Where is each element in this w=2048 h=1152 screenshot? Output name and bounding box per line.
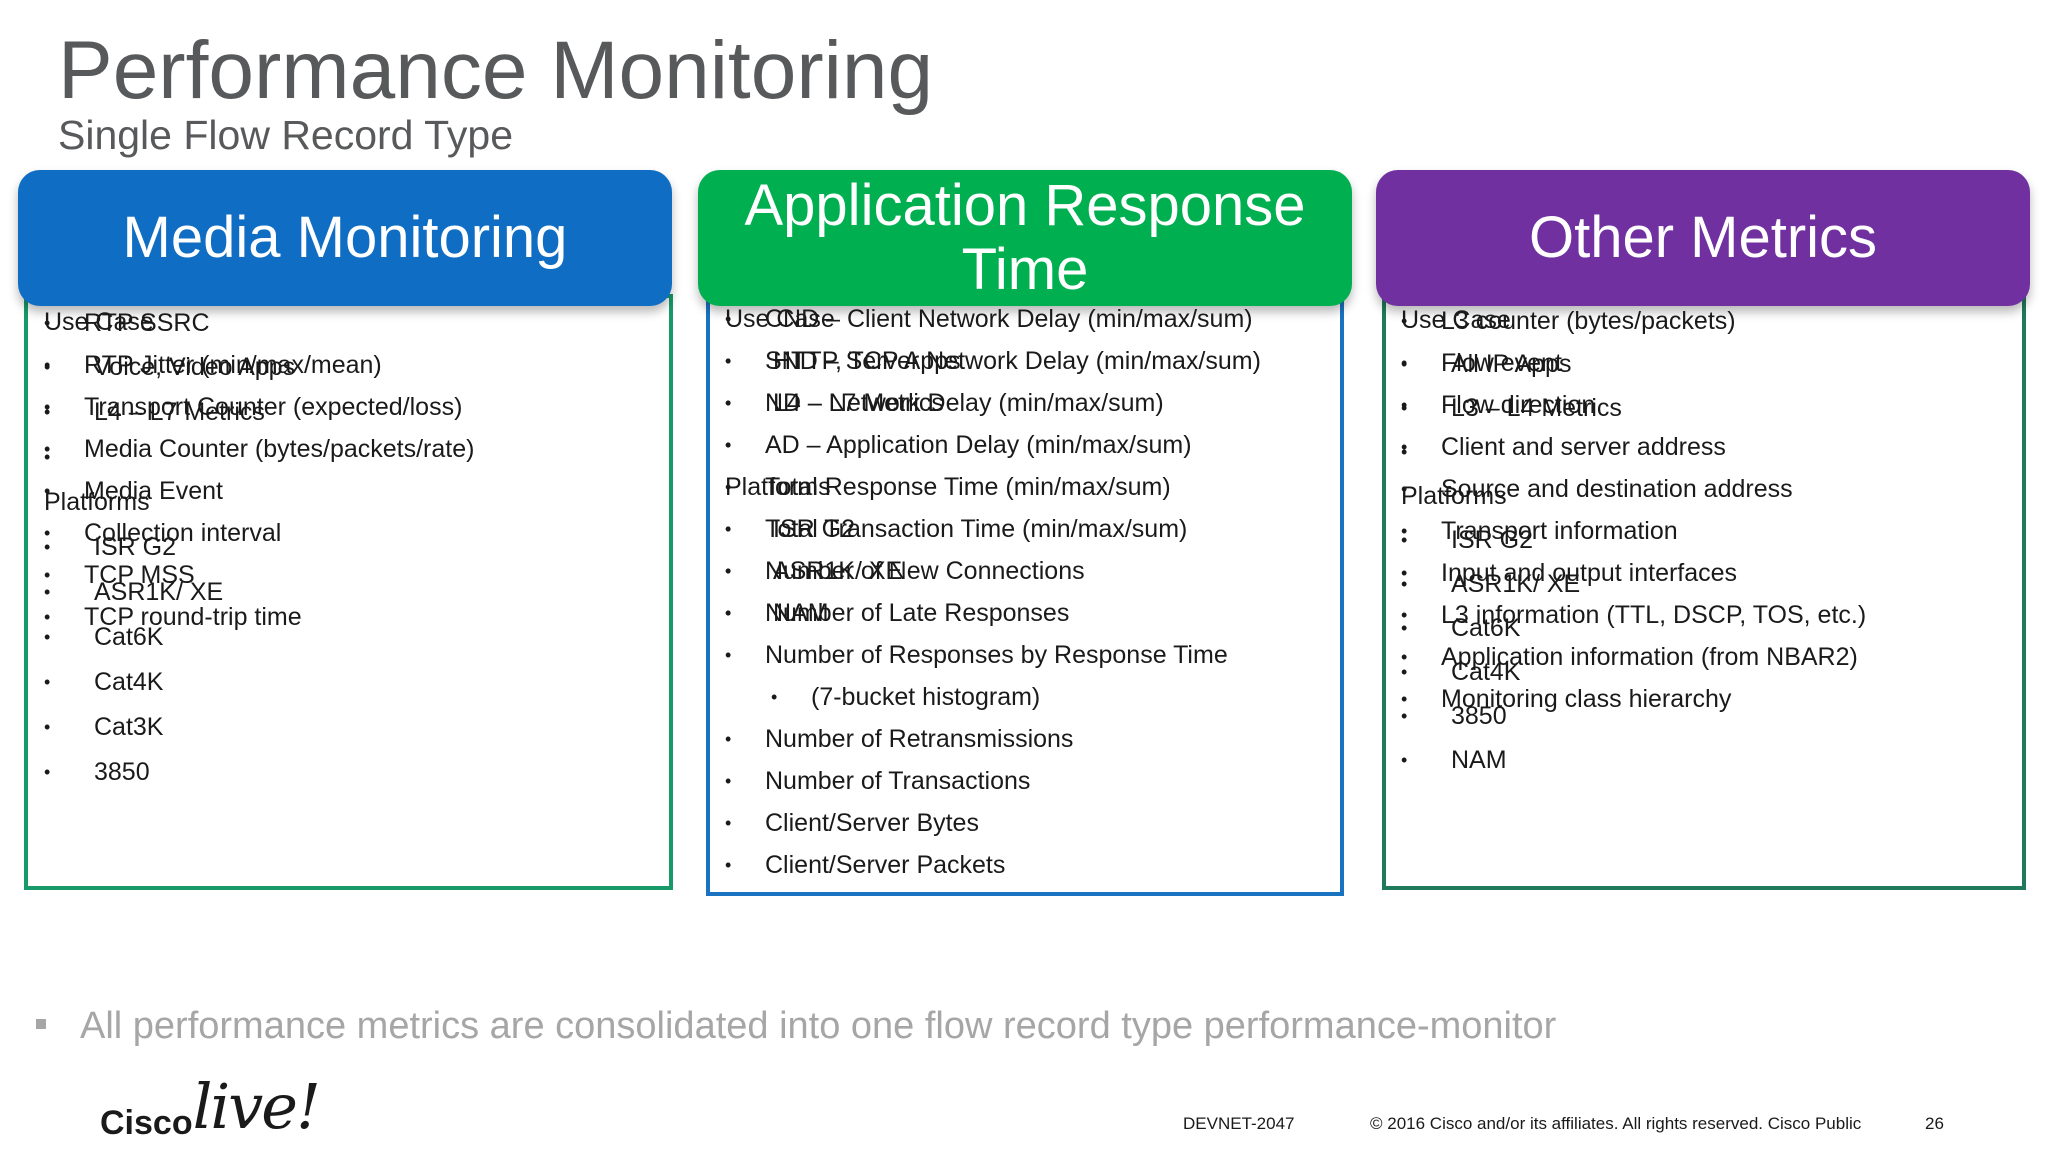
list-item: Cat6K	[1401, 606, 1622, 650]
list-item: CND – Client Network Delay (min/max/sum)	[725, 298, 1261, 340]
section-label-text: Use Case	[1401, 306, 1511, 334]
slide-subtitle: Single Flow Record Type	[58, 112, 514, 158]
section-label: Platforms	[725, 466, 961, 508]
list-item: Voice, Video Apps	[44, 345, 295, 390]
summary-note: All performance metrics are consolidated…	[36, 1005, 1556, 1048]
section-label: Use Case	[1401, 298, 1622, 342]
page-number: 26	[1925, 1114, 1944, 1133]
list-item: 3850	[1401, 694, 1622, 738]
list-item	[725, 424, 961, 466]
list-item: ASR1K/ XE	[44, 570, 295, 615]
application-response-time-header: Application Response Time	[698, 170, 1352, 306]
other-metrics-usecase-list: Use CaseAll IP AppsL3 – L4 MetricsPlatfo…	[1401, 298, 1622, 782]
list-item: 3850	[44, 750, 295, 795]
media-monitoring-usecase-list: Use CaseVoice, Video AppsL4 – L7 Metrics…	[44, 300, 295, 795]
list-item: L4 – L7 Metrics	[725, 382, 961, 424]
slide-title: Performance Monitoring	[58, 25, 934, 116]
list-item: All IP Apps	[1401, 342, 1622, 386]
list-item: Cat4K	[1401, 650, 1622, 694]
list-item: Cat3K	[44, 705, 295, 750]
list-item: Media Event	[44, 470, 474, 512]
section-label: Use Case	[725, 298, 961, 340]
list-item: Number of Transactions	[725, 760, 1261, 802]
list-item: Cat6K	[44, 615, 295, 660]
section-label-text: Platforms	[725, 473, 831, 501]
list-item: NAM	[725, 592, 961, 634]
art-usecase-list: Use CaseHTTP, TCP AppsL4 – L7 MetricsPla…	[725, 298, 961, 634]
list-item	[1401, 430, 1622, 474]
list-item: (7-bucket histogram)	[765, 676, 1261, 718]
list-item	[44, 435, 295, 480]
list-item: ASR1K/ XE	[725, 550, 961, 592]
list-item: RTP SSRC	[44, 302, 474, 344]
section-label: Platforms	[1401, 474, 1622, 518]
list-item: NAM	[1401, 738, 1622, 782]
list-item: Total Response Time (min/max/sum)	[725, 466, 1261, 508]
cisco-live-logo: Ciscolive!	[100, 1070, 321, 1143]
list-item: Cat4K	[44, 660, 295, 705]
section-label-text: Use Case	[44, 308, 154, 336]
list-item: Client/Server Packets	[725, 844, 1261, 886]
list-item: L4 – L7 Metrics	[44, 390, 295, 435]
square-bullet-icon	[36, 1018, 46, 1029]
other-metrics-header: Other Metrics	[1376, 170, 2030, 306]
section-label-text: Platforms	[1401, 482, 1507, 510]
list-item: ISR G2	[1401, 518, 1622, 562]
logo-brand: Cisco	[100, 1104, 193, 1142]
list-item: HTTP, TCP Apps	[725, 340, 961, 382]
list-item: ISR G2	[725, 508, 961, 550]
section-label: Platforms	[44, 480, 295, 525]
list-item: ISR G2	[44, 525, 295, 570]
section-label-text: Platforms	[44, 488, 150, 516]
logo-event: live!	[192, 1070, 321, 1143]
summary-note-text: All performance metrics are consolidated…	[80, 1005, 1557, 1047]
copyright: © 2016 Cisco and/or its affiliates. All …	[1370, 1114, 1862, 1133]
list-item: Client/Server Bytes	[725, 802, 1261, 844]
section-label-text: Use Case	[725, 305, 835, 333]
list-item: ASR1K/ XE	[1401, 562, 1622, 606]
list-item: L3 counter (bytes/packets)	[1401, 300, 1866, 342]
list-item: Source and destination address	[1401, 468, 1866, 510]
list-item: L3 – L4 Metrics	[1401, 386, 1622, 430]
session-code: DEVNET-2047	[1183, 1114, 1295, 1133]
list-item: Number of Responses by Response Time	[725, 634, 1261, 676]
list-item: Number of Retransmissions	[725, 718, 1261, 760]
section-label: Use Case	[44, 300, 295, 345]
media-monitoring-header: Media Monitoring	[18, 170, 672, 306]
